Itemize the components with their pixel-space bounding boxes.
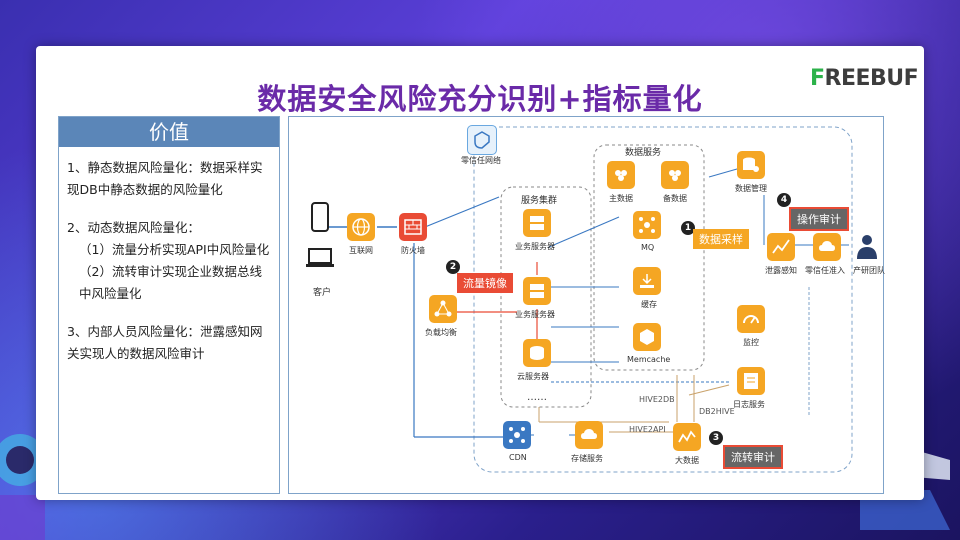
biz-server-2-icon	[523, 277, 551, 305]
freebuf-logo: FREEBUF	[810, 66, 919, 91]
hive2api-label: HIVE2API	[629, 425, 666, 434]
monitor-gauge-icon	[737, 305, 765, 333]
backup-data-icon	[661, 161, 689, 189]
laptop-icon	[306, 248, 334, 267]
log-service-icon	[737, 367, 765, 395]
data-mgmt-label: 数据管理	[735, 184, 767, 193]
decorative-robot-left	[0, 434, 46, 540]
value-item-2b: （2）流转审计实现企业数据总线中风险量化	[79, 264, 262, 301]
memcache-label: Memcache	[627, 355, 671, 364]
hive2db-label: HIVE2DB	[639, 395, 675, 404]
internet-globe-icon	[347, 213, 375, 241]
primary-data-icon	[607, 161, 635, 189]
storage-cloud-icon	[575, 421, 603, 449]
leak-sense-icon	[767, 233, 795, 261]
data-service-title: 数据服务	[625, 148, 662, 158]
value-item-3: 3、内部人员风险量化：泄露感知网关实现人的数据风险审计	[67, 324, 263, 361]
mobile-phone-icon	[311, 202, 329, 232]
monitor-label: 监控	[743, 338, 759, 347]
storage-label: 存储服务	[571, 454, 603, 463]
firewall-brick-icon	[399, 213, 427, 241]
value-item-2: 2、动态数据风险量化：	[67, 220, 200, 235]
cache-label: 缓存	[641, 300, 657, 309]
biz-server-1-label: 业务服务器	[515, 242, 555, 251]
callout-3-badge: 3	[709, 431, 723, 445]
architecture-diagram: 零信任网络 客户 互联网 防火墙 2 流量镜像 负载均衡 服务集群 业务服务器 …	[288, 116, 885, 494]
biz-server-1-icon	[523, 209, 551, 237]
zero-trust-access-label: 零信任准入	[805, 266, 845, 275]
firewall-label: 防火墙	[401, 246, 425, 255]
cdn-icon	[503, 421, 531, 449]
primary-data-label: 主数据	[609, 194, 633, 203]
value-item-2a: （1）流量分析实现API中风险量化	[79, 242, 270, 257]
zero-trust-network-label: 零信任网络	[461, 156, 501, 165]
mq-label: MQ	[641, 243, 655, 252]
client-label: 客户	[313, 288, 332, 298]
zero-trust-access-icon	[813, 233, 841, 261]
service-cluster-title: 服务集群	[521, 196, 558, 206]
load-balancer-label: 负载均衡	[425, 328, 457, 337]
cluster-ellipsis: ……	[527, 392, 547, 403]
cache-icon	[633, 267, 661, 295]
rd-team-person-icon	[857, 235, 877, 259]
data-sampling-tag: 数据采样	[693, 229, 749, 249]
value-panel-body: 1、静态数据风险量化：数据采样实现DB中静态数据的风险量化 2、动态数据风险量化…	[59, 147, 279, 365]
value-panel-heading: 价值	[59, 117, 279, 147]
biz-server-2-label: 业务服务器	[515, 310, 555, 319]
bigdata-icon	[673, 423, 701, 451]
cloud-server-icon	[523, 339, 551, 367]
memcache-icon	[633, 323, 661, 351]
value-item-1: 1、静态数据风险量化：数据采样实现DB中静态数据的风险量化	[67, 160, 263, 197]
mq-icon	[633, 211, 661, 239]
callout-4-badge: 4	[777, 193, 791, 207]
backup-data-label: 备数据	[663, 194, 687, 203]
traffic-mirror-tag: 流量镜像	[457, 273, 513, 293]
data-mgmt-icon	[737, 151, 765, 179]
bigdata-label: 大数据	[675, 456, 699, 465]
callout-2-badge: 2	[446, 260, 460, 274]
load-balancer-icon	[429, 295, 457, 323]
leak-sense-label: 泄露感知	[765, 266, 797, 275]
flow-audit-tag: 流转审计	[723, 445, 783, 469]
value-panel: 价值 1、静态数据风险量化：数据采样实现DB中静态数据的风险量化 2、动态数据风…	[58, 116, 280, 494]
internet-label: 互联网	[349, 246, 373, 255]
cdn-label: CDN	[509, 453, 527, 462]
operation-audit-tag: 操作审计	[789, 207, 849, 231]
rd-team-label: 产研团队	[853, 266, 885, 275]
db2hive-label: DB2HIVE	[699, 407, 735, 416]
log-service-label: 日志服务	[733, 400, 765, 409]
callout-1-badge: 1	[681, 221, 695, 235]
zero-trust-network-icon	[467, 125, 497, 155]
slide-title: 数据安全风险充分识别+指标量化	[257, 82, 703, 116]
cloud-server-label: 云服务器	[517, 372, 549, 381]
